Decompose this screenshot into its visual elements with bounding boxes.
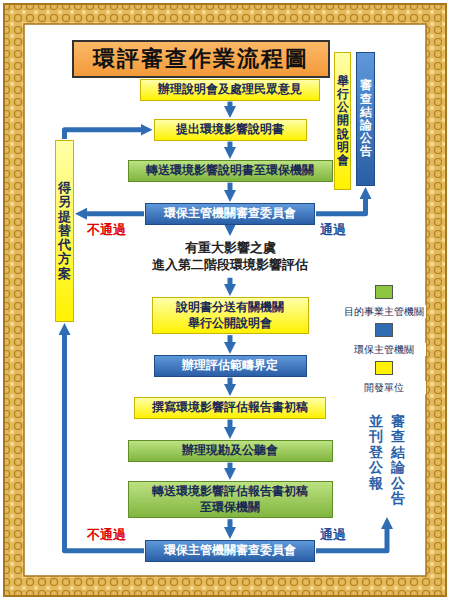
flow-arrow bbox=[228, 226, 233, 228]
flow-arrow bbox=[228, 183, 233, 194]
edge-label: 通過 bbox=[319, 527, 347, 543]
developer-box: 提出環境影響說明書 bbox=[154, 119, 307, 141]
edge-label: 不通過 bbox=[86, 222, 127, 238]
flow-arrow bbox=[228, 420, 233, 431]
title-text: 環評審查作業流程圖 bbox=[93, 44, 309, 74]
title-box: 環評審查作業流程圖 bbox=[72, 40, 330, 78]
node-text: 提出環境影響說明書 bbox=[161, 122, 300, 138]
node-text: 辦理評估範疇界定 bbox=[161, 358, 300, 374]
developer-box: 說明書分送有關機關 舉行公開說明會 bbox=[152, 297, 309, 334]
authority-box: 辦理現勘及公聽會 bbox=[128, 440, 333, 462]
legend-swatch bbox=[375, 323, 393, 337]
node-text: 說明書分送有關機關 舉行公開說明會 bbox=[159, 300, 302, 331]
epa-box: 審查結論公告 bbox=[356, 52, 375, 186]
epa-box: 環保主管機關審查委員會 bbox=[145, 203, 315, 225]
flow-arrow bbox=[228, 463, 233, 472]
legend-item: 開發單位 bbox=[342, 360, 426, 394]
flow-arrow bbox=[228, 102, 233, 110]
flow-arrow bbox=[228, 278, 233, 288]
legend-item: 目的事業主管機關 bbox=[342, 284, 426, 318]
legend-text: 目的事業主管機關 bbox=[342, 305, 426, 318]
developer-box: 得另提替代方案 bbox=[55, 140, 74, 322]
node-text: 得另提替代方案 bbox=[58, 181, 71, 281]
flow-arrow bbox=[228, 335, 233, 346]
edge-label: 通過 bbox=[319, 222, 347, 238]
node-text: 辦理現勘及公聽會 bbox=[135, 443, 326, 459]
authority-box: 轉送環境影響評估報告書初稿 至環保機關 bbox=[128, 481, 333, 518]
legend-item: 環保主管機關 bbox=[342, 322, 426, 356]
node-text: 轉送環境影響說明書至環保機關 bbox=[135, 163, 326, 179]
node-text: 並刊登公報 bbox=[369, 414, 383, 491]
developer-box: 撰寫環境影響評估報告書初稿 bbox=[134, 397, 326, 419]
result-note: 審查結論公告並刊登公報 bbox=[365, 408, 409, 516]
legend-swatch bbox=[375, 361, 393, 375]
node-text: 環保主管機關審查委員會 bbox=[152, 206, 308, 222]
flow-arrow bbox=[65, 130, 145, 139]
node-text: 審查結論公告 bbox=[360, 79, 372, 158]
edge-label: 不通過 bbox=[86, 527, 127, 543]
node-text: 舉行公開說明會 bbox=[337, 75, 349, 167]
legend-swatch bbox=[375, 285, 393, 299]
epa-box: 辦理評估範疇界定 bbox=[154, 355, 307, 377]
authority-box: 轉送環境影響說明書至環保機關 bbox=[128, 160, 333, 182]
node-text: 辦理說明會及處理民眾意見 bbox=[147, 82, 313, 98]
legend-text: 環保主管機關 bbox=[342, 343, 426, 356]
developer-box: 辦理說明會及處理民眾意見 bbox=[140, 79, 320, 101]
step-text: 有重大影響之虞 進入第二階段環境影響評估 bbox=[120, 237, 340, 277]
node-text: 撰寫環境影響評估報告書初稿 bbox=[141, 400, 319, 416]
node-text: 有重大影響之虞 進入第二階段環境影響評估 bbox=[127, 240, 333, 274]
flow-arrow bbox=[316, 525, 387, 551]
epa-box: 環保主管機關審查委員會 bbox=[145, 540, 315, 562]
flow-arrow bbox=[228, 378, 233, 388]
node-text: 環保主管機關審查委員會 bbox=[152, 543, 308, 559]
legend-text: 開發單位 bbox=[342, 381, 426, 394]
flow-arrow bbox=[83, 211, 144, 216]
flow-arrow bbox=[228, 142, 233, 151]
flow-arrow bbox=[228, 519, 233, 531]
flow-arrow bbox=[316, 195, 366, 214]
developer-box: 舉行公開說明會 bbox=[334, 52, 351, 190]
node-text: 審查結論公告 bbox=[391, 414, 405, 506]
node-text: 轉送環境影響評估報告書初稿 至環保機關 bbox=[135, 484, 326, 515]
